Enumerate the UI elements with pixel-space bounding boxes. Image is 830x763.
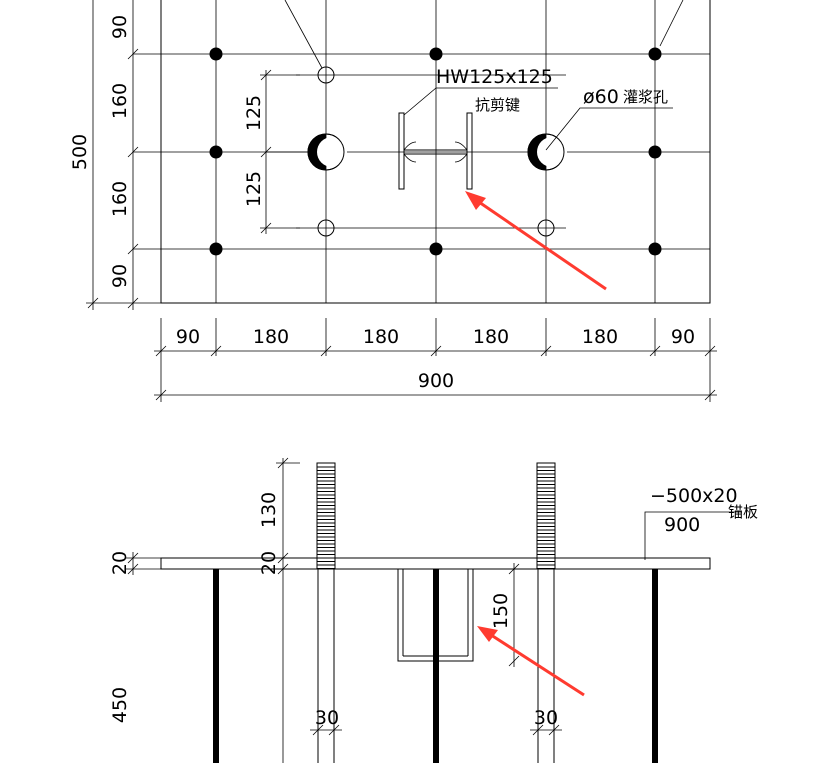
anchor-bolt-dots [209, 47, 662, 256]
dim-h-180-b: 180 [363, 326, 399, 348]
dim-v-160-a: 160 [109, 83, 131, 119]
grout-hole-right [527, 133, 567, 171]
dim-v-125-b: 125 [243, 171, 265, 207]
red-arrow-plan [465, 191, 607, 291]
dim-h-180-d: 180 [582, 326, 618, 348]
shear-key-plan [398, 112, 473, 190]
plan-horizontal-dims [154, 318, 717, 402]
dim-bolt-130: 130 [258, 492, 280, 528]
plan-vertical-dims [86, 0, 300, 310]
anchor-rebars [213, 569, 658, 763]
plate-outline-plan [160, 0, 711, 304]
grout-hole-left [307, 133, 347, 171]
grout-hole-cn: 灌浆孔 [623, 88, 668, 106]
dim-key-150: 150 [490, 593, 512, 629]
dim-h-180-a: 180 [253, 326, 289, 348]
plan-view: HW125x125 抗剪键 ø60 灌浆孔 90 160 160 90 500 … [69, 0, 717, 402]
dim-v-160-b: 160 [109, 181, 131, 217]
dim-v-90-bottom: 90 [109, 264, 131, 288]
dim-h-90-right: 90 [671, 326, 695, 348]
dim-h-900: 900 [418, 370, 454, 392]
grout-hole-label: ø60 [583, 86, 619, 108]
red-arrow-section [477, 626, 585, 697]
dim-h-180-c: 180 [473, 326, 509, 348]
shear-key-section [397, 568, 474, 662]
plate-cn-label: 锚板 [728, 503, 758, 521]
plate-spec-top: −500x20 [650, 485, 738, 507]
hole-circles [317, 66, 555, 237]
dim-v-500: 500 [69, 134, 91, 170]
shear-key-label: HW125x125 [436, 66, 553, 88]
dim-h-90-left: 90 [176, 326, 200, 348]
dim-plate-20-left: 20 [109, 551, 131, 575]
threaded-bolts [316, 462, 556, 570]
shear-key-cn: 抗剪键 [475, 96, 520, 114]
dim-plate-20-right: 20 [258, 551, 280, 575]
dim-bolt-30-left: 30 [315, 707, 339, 729]
base-plate-section [160, 557, 711, 570]
dim-embed-450: 450 [109, 687, 131, 723]
leader-lines [284, 0, 684, 151]
plate-spec-bottom: 900 [664, 514, 700, 536]
dim-v-125-a: 125 [243, 95, 265, 131]
dim-v-90-top: 90 [109, 15, 131, 39]
section-view: 130 20 20 450 150 30 30 −500x20 900 锚板 [109, 457, 758, 763]
dim-bolt-30-right: 30 [534, 707, 558, 729]
